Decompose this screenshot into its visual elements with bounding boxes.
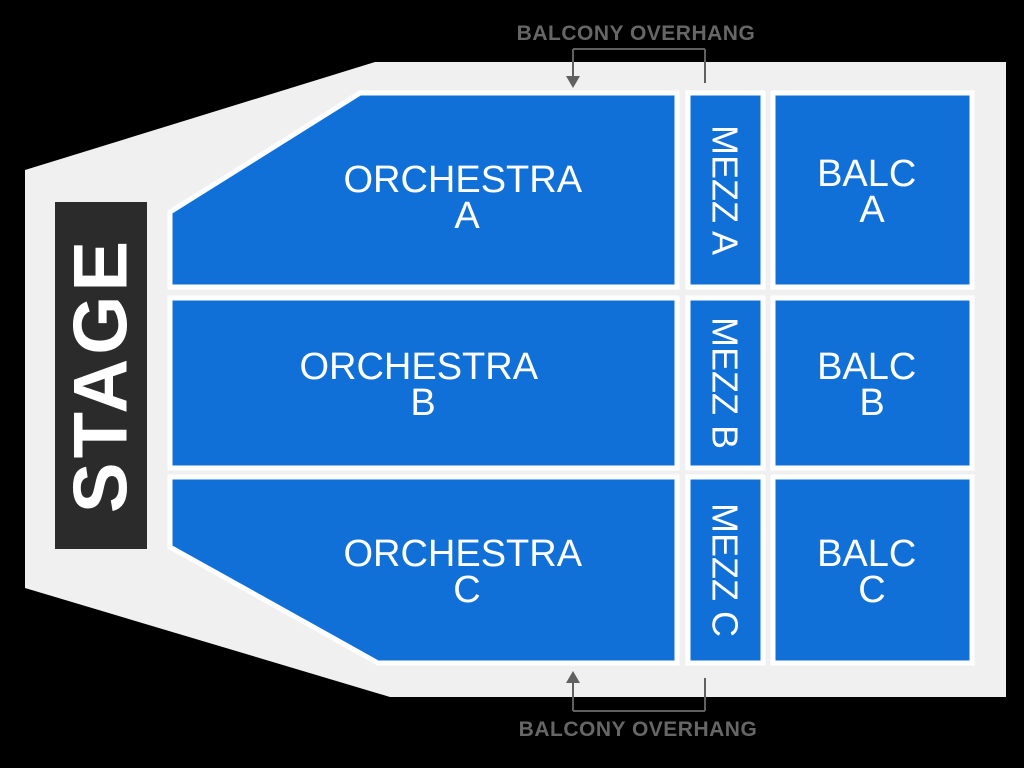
section-mezz-a[interactable] xyxy=(685,90,766,290)
section-orchestra-b[interactable] xyxy=(167,295,680,471)
section-mezz-c-label: MEZZ C xyxy=(705,503,746,637)
stage-block xyxy=(55,202,147,549)
section-orchestra-c-line2: C xyxy=(453,569,480,611)
section-orchestra-a-line1: ORCHESTRA xyxy=(343,159,582,201)
section-mezz-b[interactable] xyxy=(685,295,766,471)
balcony-overhang-top-arrow-icon xyxy=(566,76,580,88)
section-balc-c-line2: C xyxy=(858,569,885,611)
section-balc-b-label: BALC B xyxy=(817,346,927,424)
balcony-overhang-top-label: BALCONY OVERHANG xyxy=(517,22,756,45)
section-orchestra-a[interactable] xyxy=(167,90,680,290)
section-orchestra-c-label: ORCHESTRA C xyxy=(343,533,590,611)
section-balc-c[interactable] xyxy=(770,474,975,666)
section-orchestra-b-label: ORCHESTRA B xyxy=(299,346,546,424)
balcony-overhang-bottom-label: BALCONY OVERHANG xyxy=(519,718,758,741)
section-balc-a-line2: A xyxy=(859,189,885,231)
section-orchestra-c-line1: ORCHESTRA xyxy=(343,533,582,575)
balcony-overhang-bottom-arrow-icon xyxy=(566,671,580,683)
section-orchestra-c[interactable] xyxy=(167,474,680,666)
section-balc-b-line1: BALC xyxy=(817,346,916,388)
balcony-overhang-top-bracket xyxy=(572,48,706,83)
balcony-overhang-bottom-bracket xyxy=(572,678,706,712)
stage-label: STAGE xyxy=(59,237,144,513)
section-orchestra-b-line2: B xyxy=(410,382,435,424)
section-balc-a-line1: BALC xyxy=(817,153,916,195)
section-mezz-a-label: MEZZ A xyxy=(705,125,746,255)
section-mezz-c[interactable] xyxy=(685,474,766,666)
section-balc-c-label: BALC C xyxy=(817,533,927,611)
section-balc-b-line2: B xyxy=(859,382,884,424)
section-balc-a[interactable] xyxy=(770,90,975,290)
section-orchestra-a-line2: A xyxy=(454,195,480,237)
section-orchestra-a-label: ORCHESTRA A xyxy=(343,159,590,237)
section-orchestra-b-line1: ORCHESTRA xyxy=(299,346,538,388)
section-balc-c-line1: BALC xyxy=(817,533,916,575)
section-balc-b[interactable] xyxy=(770,295,975,471)
section-mezz-b-label: MEZZ B xyxy=(705,317,746,449)
section-balc-a-label: BALC A xyxy=(817,153,927,231)
